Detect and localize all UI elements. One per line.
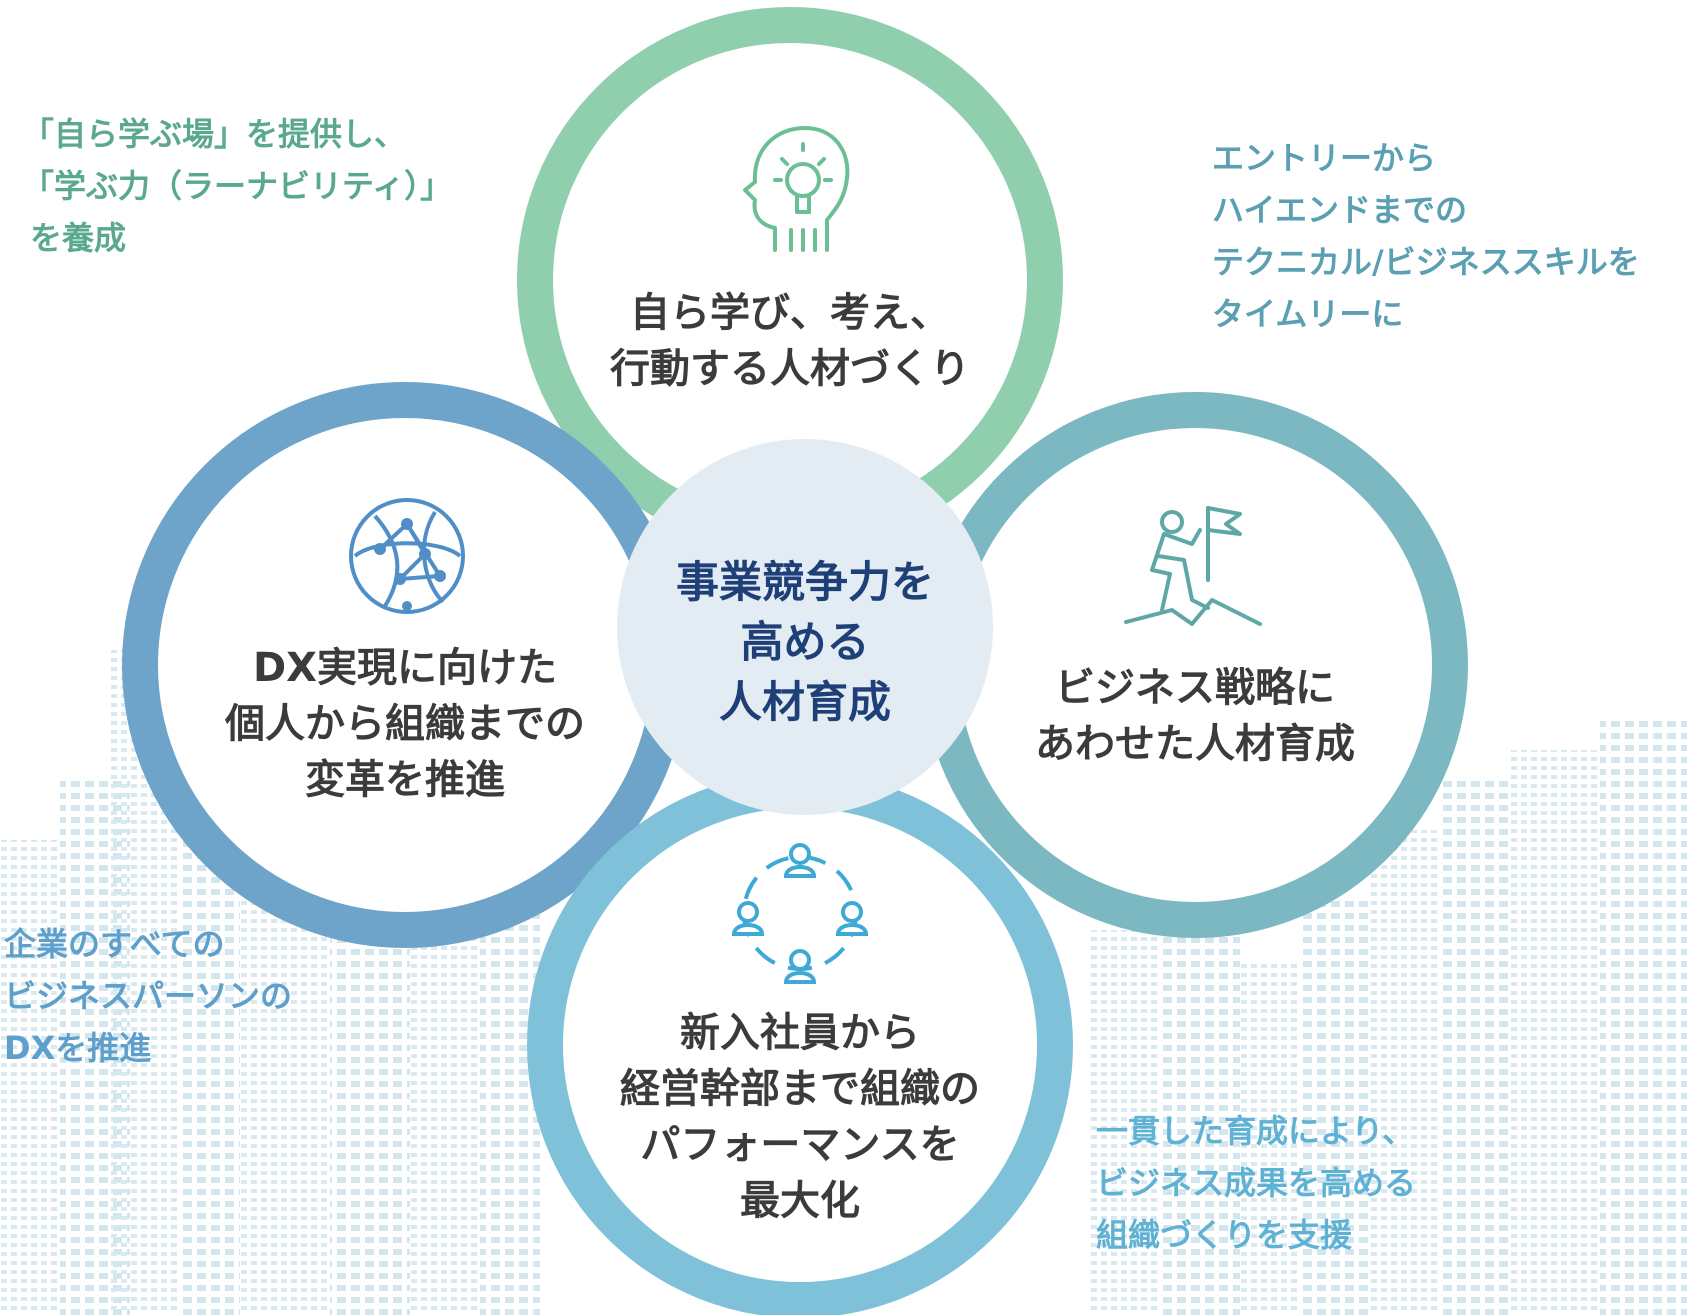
note-top-right: エントリーから ハイエンドまでの テクニカル/ビジネススキルを タイムリーに	[1212, 132, 1640, 340]
note-top-left-line-2: 「学ぶ力（ラーナビリティ）」	[22, 167, 453, 205]
note-bottom-left-line-3: DXを推進	[4, 1029, 152, 1067]
left-circle-label: DX実現に向けた 個人から組織までの 変革を推進	[195, 640, 615, 808]
note-top-right-line-2: ハイエンドまでの	[1212, 191, 1468, 229]
people-circle-icon	[731, 843, 869, 984]
network-globe-icon	[349, 498, 465, 614]
note-bottom-right-line-3: 組織づくりを支援	[1096, 1216, 1353, 1254]
top-label-line-2: 行動する人材づくり	[610, 346, 970, 392]
note-top-left-line-1: 「自ら学ぶ場」を提供し、	[22, 115, 407, 153]
note-top-left-line-3: を養成	[30, 219, 127, 257]
bottom-label-line-3: パフォーマンスを	[640, 1122, 960, 1168]
note-top-right-line-1: エントリーから	[1212, 139, 1437, 177]
center-label-line-3: 人材育成	[719, 678, 891, 728]
bottom-label-line-1: 新入社員から	[680, 1010, 920, 1056]
climber-flag-icon	[1124, 506, 1262, 626]
center-label: 事業競争力を 高める 人材育成	[645, 553, 965, 733]
head-lightbulb-icon	[743, 126, 850, 252]
note-bottom-left-line-2: ビジネスパーソンの	[4, 977, 293, 1015]
bottom-circle-label: 新入社員から 経営幹部まで組織の パフォーマンスを 最大化	[580, 1005, 1020, 1229]
bottom-label-line-2: 経営幹部まで組織の	[620, 1066, 980, 1112]
note-top-right-line-3: テクニカル/ビジネススキルを	[1212, 243, 1640, 281]
left-label-line-2: 個人から組織までの	[225, 701, 585, 747]
left-label-line-3: 変革を推進	[305, 757, 505, 803]
right-circle-label: ビジネス戦略に あわせた人材育成	[1010, 660, 1380, 772]
note-bottom-right-line-1: 一貫した育成により、	[1096, 1112, 1415, 1150]
note-bottom-left: 企業のすべての ビジネスパーソンの DXを推進	[4, 918, 292, 1074]
note-bottom-left-line-1: 企業のすべての	[4, 925, 225, 963]
note-bottom-right: 一貫した育成により、 ビジネス成果を高める 組織づくりを支援	[1096, 1105, 1416, 1261]
center-disc	[617, 439, 993, 815]
bottom-label-line-4: 最大化	[740, 1178, 860, 1224]
right-label-line-2: あわせた人材育成	[1035, 721, 1355, 767]
note-bottom-right-line-2: ビジネス成果を高める	[1096, 1164, 1417, 1202]
note-top-right-line-4: タイムリーに	[1212, 295, 1404, 333]
center-label-line-1: 事業競争力を	[676, 558, 934, 608]
center-label-line-2: 高める	[740, 618, 870, 668]
note-top-left: 「自ら学ぶ場」を提供し、 「学ぶ力（ラーナビリティ）」 を養成	[22, 108, 452, 264]
left-label-line-1: DX実現に向けた	[252, 645, 558, 691]
top-label-line-1: 自ら学び、考え、	[630, 290, 950, 336]
right-label-line-1: ビジネス戦略に	[1055, 665, 1335, 711]
top-circle-label: 自ら学び、考え、 行動する人材づくり	[560, 285, 1020, 397]
